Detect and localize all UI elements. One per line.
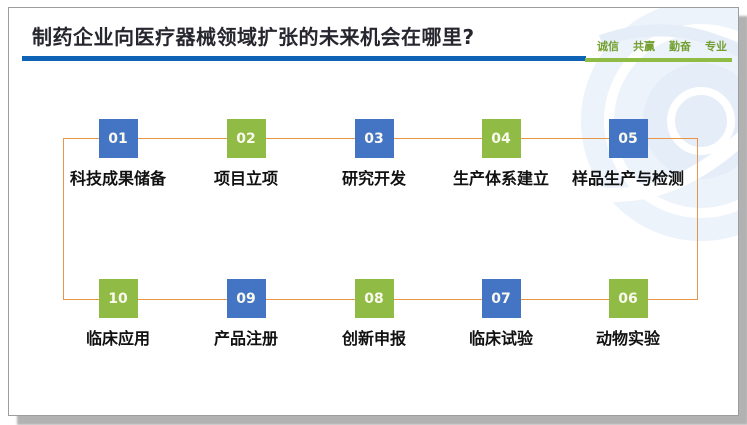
step-number-box: 07 [481, 279, 521, 318]
flow-step-06: 06 动物实验 [548, 279, 708, 349]
step-label: 产品注册 [213, 329, 278, 348]
slogan-word: 共赢 [633, 40, 655, 53]
step-number-box: 09 [226, 279, 266, 318]
step-number-box: 05 [608, 119, 648, 158]
step-label: 临床试验 [468, 329, 533, 348]
flow-step-09: 09 产品注册 [166, 279, 326, 349]
step-label: 生产体系建立 [452, 169, 549, 188]
flow-step-04: 04 生产体系建立 [421, 119, 581, 189]
slogan-word: 勤奋 [669, 40, 691, 53]
flow-step-10: 10 临床应用 [38, 279, 198, 349]
step-label: 创新申报 [341, 329, 406, 348]
slogan-word: 专业 [705, 40, 727, 53]
step-label: 项目立项 [213, 169, 278, 188]
step-label: 临床应用 [85, 329, 150, 348]
step-number-box: 10 [98, 279, 138, 318]
step-label: 科技成果储备 [69, 169, 166, 188]
flow-step-07: 07 临床试验 [421, 279, 581, 349]
step-label: 动物实验 [595, 329, 660, 348]
step-number-box: 01 [98, 119, 138, 158]
flow-step-08: 08 创新申报 [294, 279, 454, 349]
flow-step-03: 03 研究开发 [294, 119, 454, 189]
flow-step-02: 02 项目立项 [166, 119, 326, 189]
globe-watermark-icon [577, 8, 738, 241]
slogan-word: 诚信 [597, 40, 619, 53]
slogan-underline [585, 58, 732, 62]
step-number-box: 08 [354, 279, 394, 318]
step-number-box: 04 [481, 119, 521, 158]
step-number-box: 03 [354, 119, 394, 158]
step-label: 样品生产与检测 [571, 169, 684, 188]
flow-step-05: 05 样品生产与检测 [548, 119, 708, 189]
title-underline [22, 56, 586, 61]
slide-title: 制药企业向医疗器械领域扩张的未来机会在哪里? [32, 25, 475, 49]
step-number-box: 06 [608, 279, 648, 318]
step-number-box: 02 [226, 119, 266, 158]
slogan: 诚信 共赢 勤奋 专业 [597, 38, 727, 54]
step-label: 研究开发 [341, 169, 406, 188]
flow-step-01: 01 科技成果储备 [38, 119, 198, 189]
slide: 制药企业向医疗器械领域扩张的未来机会在哪里? 诚信 共赢 勤奋 专业 01 科技… [8, 7, 739, 416]
